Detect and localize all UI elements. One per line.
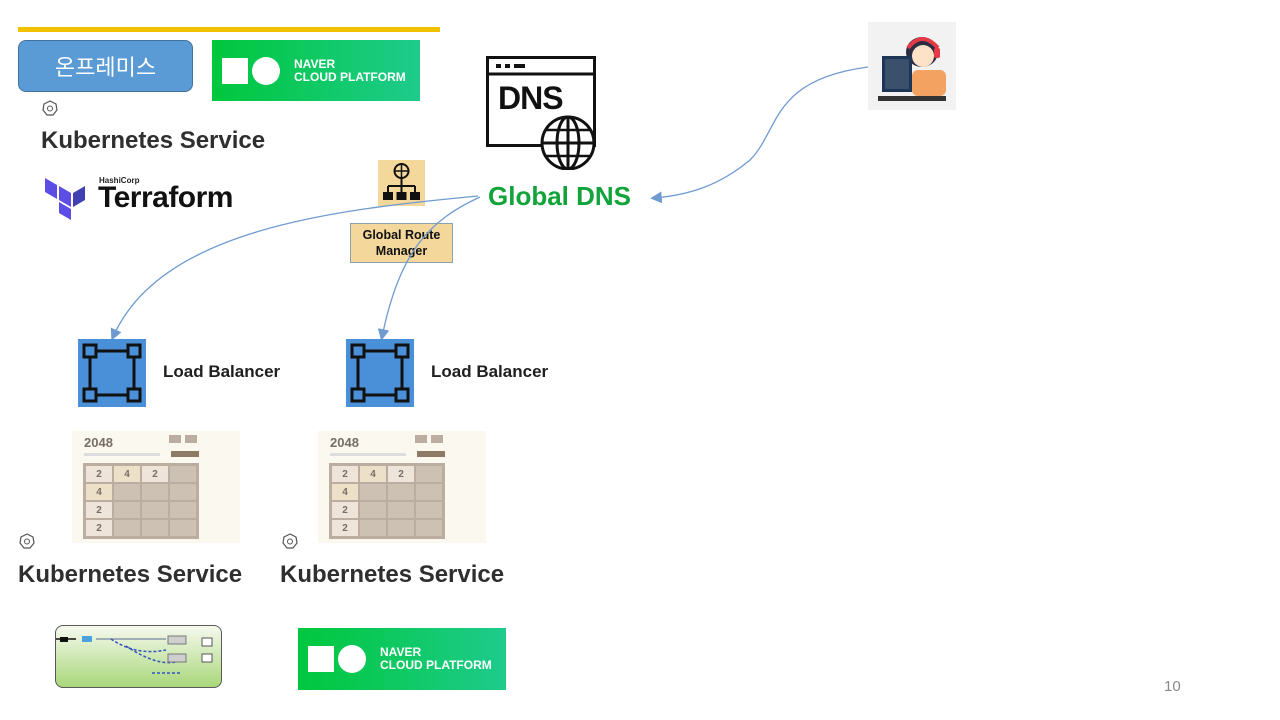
game-tile [170,466,196,482]
game-tile: 4 [114,466,140,482]
game-tile [114,502,140,518]
game-tile: 2 [332,466,358,482]
game-tile: 2 [388,466,414,482]
game-tile: 4 [360,466,386,482]
ncp-logo-mark [222,56,280,85]
dns-icon: DNS [486,56,596,170]
ncp-line2: CLOUD PLATFORM [380,658,492,672]
game-tile: 4 [86,484,112,500]
global-dns-label: Global DNS [488,181,632,211]
onprem-label-box: 온프레미스 [18,40,193,92]
grm-label-line2: Manager [375,244,428,258]
game-tile [388,484,414,500]
game-tile: 2 [332,502,358,518]
game-title: 2048 [330,435,359,450]
ncp-logo-bottom: NAVER CLOUD PLATFORM [298,628,506,690]
kubernetes-icon [19,533,35,549]
game-tile [360,484,386,500]
kubernetes-service-label: Kubernetes Service [18,561,243,588]
onprem-label: 온프레미스 [54,55,157,80]
ncp-line2: CLOUD PLATFORM [294,69,406,84]
global-route-manager-icon [378,160,425,206]
game-tile: 4 [332,484,358,500]
game-tile [416,520,442,536]
game-title: 2048 [84,435,113,450]
accent-bar [18,27,440,32]
game-tile: 2 [332,520,358,536]
game-tile [416,484,442,500]
game-tile [114,484,140,500]
terraform-name: Terraform [98,181,233,214]
game-tile [142,520,168,536]
game-tile [142,484,168,500]
kubernetes-service-label: Kubernetes Service [280,561,505,588]
load-balancer-label: Load Balancer [431,362,549,381]
game-tile [360,502,386,518]
load-balancer-icon [78,339,146,407]
page-number: 10 [1164,678,1181,695]
game-tile [142,502,168,518]
ncp-logo-mark [308,645,366,673]
game-tile [170,502,196,518]
game-tile [416,466,442,482]
kubernetes-icon [282,533,298,549]
game-tile: 2 [86,520,112,536]
user-at-computer-illustration [868,22,956,110]
terraform-brand: HashiCorp [99,176,140,185]
global-route-manager-label: Global Route Manager [350,223,453,263]
terraform-icon [45,178,85,220]
ncp-logo-top: NAVER CLOUD PLATFORM [212,40,420,101]
grm-label-line1: Global Route [362,228,441,242]
dns-icon-text: DNS [498,80,564,116]
ncp-line1: NAVER [294,56,336,71]
game-tile [388,520,414,536]
game-tile [170,520,196,536]
game-tile [416,502,442,518]
game-tile [360,520,386,536]
ncp-line1: NAVER [380,645,422,660]
game-tile [170,484,196,500]
kubernetes-icon [42,100,58,116]
game-tile [388,502,414,518]
load-balancer-icon [346,339,414,407]
kubernetes-service-label: Kubernetes Service [41,127,266,154]
game-tile [114,520,140,536]
network-diagram-thumbnail [55,625,222,688]
game-tile: 2 [142,466,168,482]
game-tile: 2 [86,502,112,518]
load-balancer-label: Load Balancer [163,362,281,381]
game-tile: 2 [86,466,112,482]
